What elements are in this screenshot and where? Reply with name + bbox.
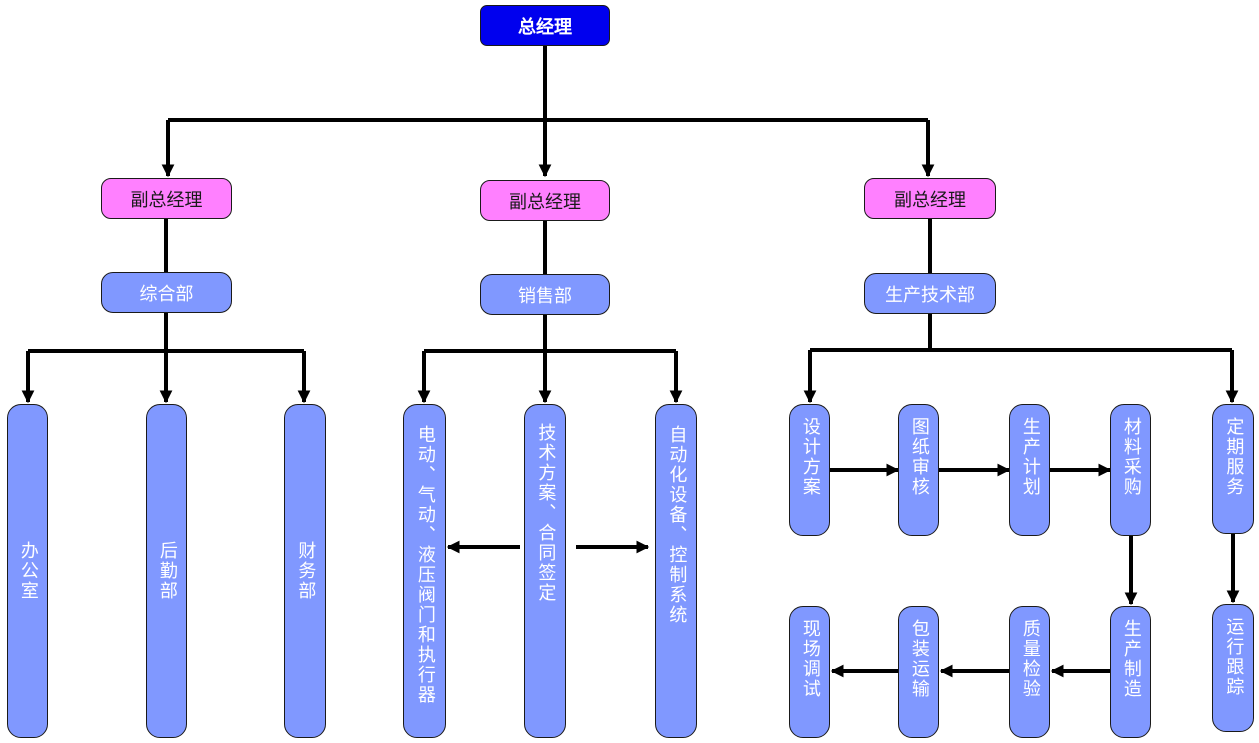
vice-manager-right-box: 副总经理 <box>864 178 996 219</box>
drawing-review-label: 图纸审核 <box>908 417 930 497</box>
general-manager-label: 总经理 <box>518 16 572 38</box>
automation-unit: 自动化设备、控制系统 <box>655 404 697 738</box>
onsite-commissioning-label: 现场调试 <box>799 619 821 699</box>
material-purchase-step: 材料采购 <box>1110 404 1151 536</box>
general-dept-label: 综合部 <box>139 283 194 305</box>
regular-service-step: 定期服务 <box>1212 404 1254 534</box>
quality-inspection-label: 质量检验 <box>1019 619 1041 699</box>
tech-contract-label: 技术方案、合同签定 <box>535 423 557 603</box>
design-plan-step: 设计方案 <box>789 404 830 536</box>
automation-label: 自动化设备、控制系统 <box>666 425 688 625</box>
vice-manager-left-label: 副总经理 <box>130 189 203 211</box>
sales-dept-label: 销售部 <box>518 285 572 307</box>
regular-service-label: 定期服务 <box>1223 417 1245 497</box>
general-manager-box: 总经理 <box>480 5 610 46</box>
tech-contract-unit: 技术方案、合同签定 <box>524 404 566 738</box>
valves-actuators-unit: 电动、气动、液压阀门和执行器 <box>403 404 446 738</box>
design-plan-label: 设计方案 <box>799 417 821 497</box>
logistics-unit-label: 后勤部 <box>156 541 178 601</box>
production-dept-box: 生产技术部 <box>864 273 996 314</box>
valves-actuators-label: 电动、气动、液压阀门和执行器 <box>414 425 436 705</box>
sales-dept-box: 销售部 <box>480 274 610 315</box>
material-purchase-label: 材料采购 <box>1120 417 1142 497</box>
operation-tracking-step: 运行跟踪 <box>1212 604 1254 732</box>
vice-manager-left-box: 副总经理 <box>101 178 232 219</box>
vice-manager-mid-box: 副总经理 <box>480 180 610 221</box>
quality-inspection-step: 质量检验 <box>1009 606 1050 738</box>
production-plan-step: 生产计划 <box>1009 404 1050 536</box>
vice-manager-mid-label: 副总经理 <box>509 191 581 213</box>
packaging-transport-label: 包装运输 <box>908 619 930 699</box>
office-unit-label: 办公室 <box>17 541 39 601</box>
production-plan-label: 生产计划 <box>1019 417 1041 497</box>
manufacturing-step: 生产制造 <box>1110 606 1151 738</box>
operation-tracking-label: 运行跟踪 <box>1223 617 1245 697</box>
drawing-review-step: 图纸审核 <box>898 404 939 536</box>
finance-unit: 财务部 <box>284 404 326 738</box>
finance-unit-label: 财务部 <box>295 541 317 601</box>
packaging-transport-step: 包装运输 <box>898 606 939 738</box>
manufacturing-label: 生产制造 <box>1120 619 1142 699</box>
logistics-unit: 后勤部 <box>146 404 187 738</box>
onsite-commissioning-step: 现场调试 <box>789 606 830 738</box>
general-dept-box: 综合部 <box>101 272 232 313</box>
office-unit: 办公室 <box>7 404 48 738</box>
production-dept-label: 生产技术部 <box>885 284 975 306</box>
vice-manager-right-label: 副总经理 <box>894 189 966 211</box>
